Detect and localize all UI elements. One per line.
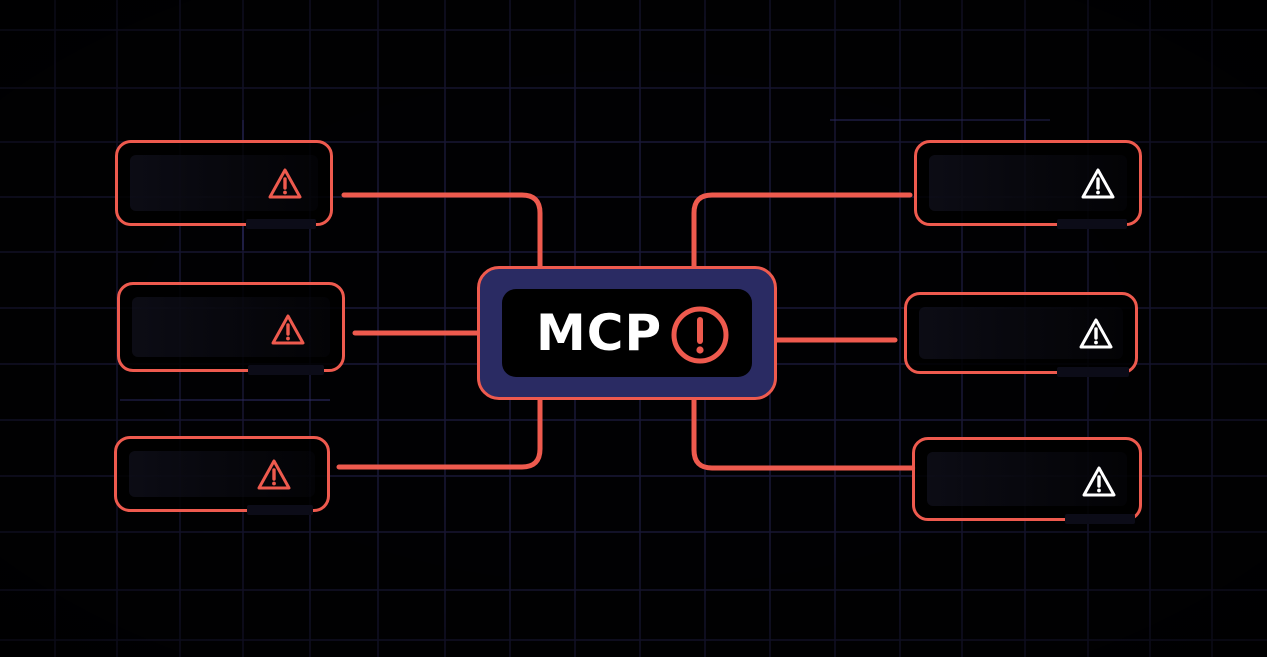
node-tab — [246, 219, 316, 229]
right-node-2 — [904, 292, 1138, 377]
warning-triangle-icon — [1081, 168, 1115, 199]
right-node-1 — [914, 140, 1142, 229]
node-tab — [247, 505, 313, 515]
node-placeholder-content — [929, 155, 1127, 211]
connector-right-1 — [691, 192, 913, 271]
warning-triangle-icon — [257, 459, 291, 490]
warning-triangle-icon — [1082, 466, 1116, 497]
left-node-2 — [117, 282, 345, 375]
warning-triangle-icon — [271, 314, 305, 345]
mcp-hub-node: MCP — [477, 266, 777, 400]
left-node-3 — [114, 436, 330, 515]
connector-right-3 — [691, 395, 916, 471]
warning-triangle-icon — [268, 168, 302, 199]
hub-label: MCP — [536, 304, 663, 362]
node-tab — [248, 365, 324, 375]
node-tab — [1057, 367, 1129, 377]
node-placeholder-content — [132, 297, 330, 357]
hub-inner-panel — [502, 289, 752, 377]
alert-circle-icon — [671, 306, 729, 364]
connector-left-3 — [336, 395, 543, 470]
right-node-3 — [912, 437, 1142, 524]
node-tab — [1065, 514, 1135, 524]
warning-triangle-icon — [1079, 318, 1113, 349]
connector-left-1 — [341, 192, 543, 271]
left-node-1 — [115, 140, 333, 229]
node-tab — [1057, 219, 1127, 229]
